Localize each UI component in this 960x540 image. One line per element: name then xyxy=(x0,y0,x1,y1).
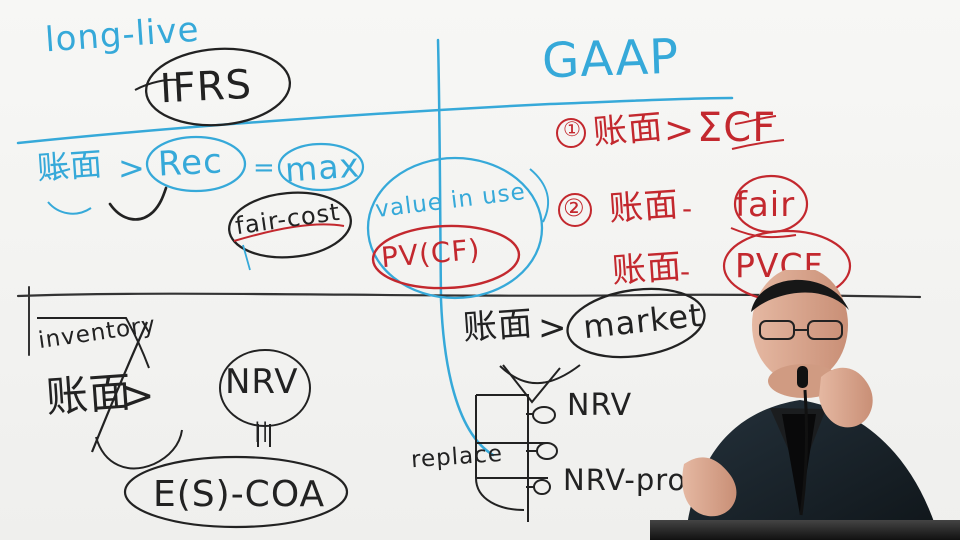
gaap-step-two-rhs: fair xyxy=(735,185,796,225)
ifrs-equals: = xyxy=(253,153,276,183)
gaap-step-one-number: ① xyxy=(563,117,582,141)
inventory-nrv: NRV xyxy=(225,362,299,402)
gaap-label: GAAP xyxy=(541,28,681,90)
nrv-profit-label: NRV-pro xyxy=(563,463,687,497)
inventory-formula: E(S)-COA xyxy=(153,474,326,515)
inventory-operator: > xyxy=(121,373,156,419)
market-lhs: 账面 xyxy=(461,303,535,349)
recoverable-amount: Rec xyxy=(156,141,224,185)
gaap-step-one-lhs: 账面 xyxy=(591,107,665,153)
gaap-step-two-lhs: 账面 xyxy=(607,184,681,230)
max-label: max xyxy=(283,145,362,190)
gaap-step-one-operator: > xyxy=(664,110,696,151)
ifrs-lhs: 账面 xyxy=(35,144,105,188)
gaap-step-two-operator: - xyxy=(682,192,694,225)
ifrs-heading: long-live xyxy=(43,9,201,61)
present-value-cash-flow: PV(CF) xyxy=(379,232,482,275)
gaap-step-two-second-operator: - xyxy=(680,255,692,288)
presenter-photo xyxy=(650,270,960,540)
ifrs-operator: > xyxy=(118,149,146,187)
ifrs-label: IFRS xyxy=(158,61,254,113)
market-nrv: NRV xyxy=(567,388,633,423)
gaap-step-two-number: ② xyxy=(563,194,586,222)
inventory-equals: || xyxy=(254,418,270,442)
gaap-step-one-rhs: ΣCF xyxy=(697,105,777,151)
market-operator: > xyxy=(538,308,568,348)
